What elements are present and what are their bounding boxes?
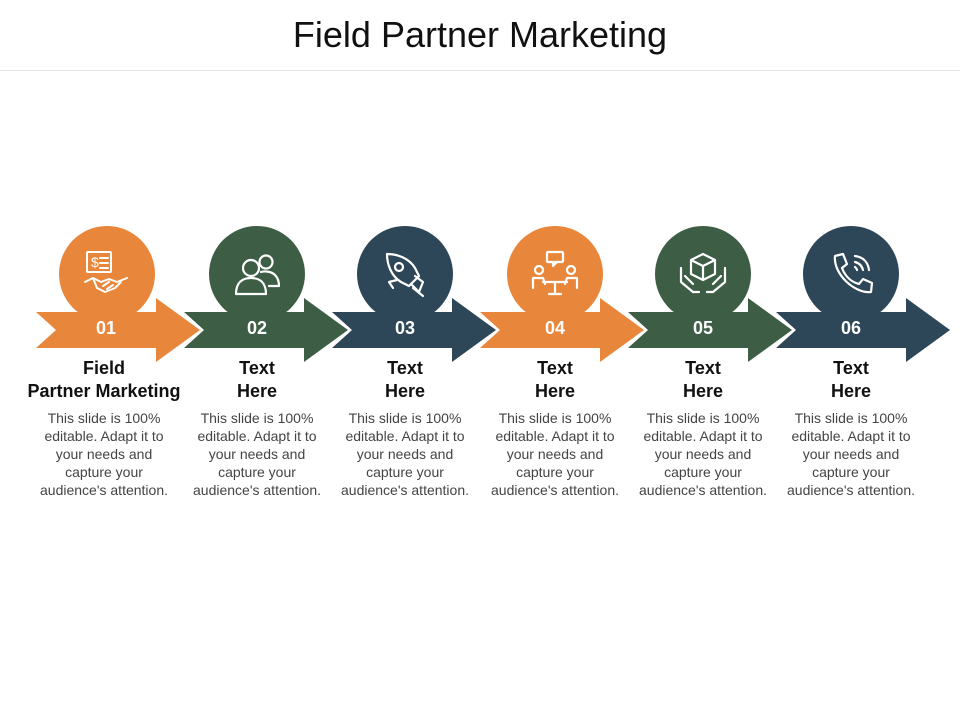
phone-icon [833, 252, 874, 294]
step-4-heading-line-1: Text [537, 358, 573, 378]
step-2-heading-line-1: Text [239, 358, 275, 378]
arrow-step-3 [332, 298, 496, 362]
step-2-circle [209, 226, 305, 322]
step-6-circle [803, 226, 899, 322]
slide-title: Field Partner Marketing [292, 14, 668, 55]
step-3-circle [357, 226, 453, 322]
step-4-heading-line-2: Here [534, 381, 576, 401]
meeting-icon [531, 250, 579, 296]
people-icon [234, 254, 281, 296]
arrow-chain [36, 298, 950, 362]
step-2-heading-line-2: Here [236, 381, 278, 401]
step-4-text: This slide is 100% editable. Adapt it to… [491, 410, 619, 498]
step-3-heading-line-1: Text [387, 358, 423, 378]
title-divider [0, 70, 960, 71]
step-2-number: 02 [246, 318, 268, 338]
step-3-text: This slide is 100% editable. Adapt it to… [341, 410, 469, 498]
step-6-number: 06 [840, 318, 862, 338]
handshake-dollar-icon: $ [84, 251, 128, 293]
arrow-step-5 [628, 298, 792, 362]
step-1-number: 01 [95, 318, 117, 338]
arrow-step-1 [36, 298, 200, 362]
step-5-heading-line-1: Text [685, 358, 721, 378]
arrow-step-2 [184, 298, 348, 362]
box-hands-icon [679, 252, 727, 294]
step-6-heading-line-1: Text [833, 358, 869, 378]
step-2-heading: Text Here [172, 357, 342, 403]
step-1-heading-line-2: Partner Marketing [27, 381, 181, 401]
step-6-heading-line-2: Here [830, 381, 872, 401]
step-6-text: This slide is 100% editable. Adapt it to… [787, 410, 915, 498]
step-3-heading-line-2: Here [384, 381, 426, 401]
arrow-step-6 [776, 298, 950, 362]
step-5-circle [655, 226, 751, 322]
rocket-icon [385, 252, 425, 298]
step-1-text: This slide is 100% editable. Adapt it to… [40, 410, 168, 498]
step-1-heading: Field Partner Marketing [19, 357, 189, 403]
step-6-heading: Text Here [766, 357, 936, 403]
step-2-text: This slide is 100% editable. Adapt it to… [193, 410, 321, 498]
step-4-heading: Text Here [470, 357, 640, 403]
step-5-heading: Text Here [618, 357, 788, 403]
step-5-heading-line-2: Here [682, 381, 724, 401]
step-4-number: 04 [544, 318, 566, 338]
step-3-number: 03 [394, 318, 416, 338]
arrow-step-4 [480, 298, 644, 362]
step-1-heading-line-1: Field [82, 358, 125, 378]
step-3-heading: Text Here [320, 357, 490, 403]
step-1-circle: $ [59, 226, 155, 322]
svg-text:$: $ [91, 254, 99, 270]
step-4-circle [507, 226, 603, 322]
step-5-number: 05 [692, 318, 714, 338]
step-5-text: This slide is 100% editable. Adapt it to… [639, 410, 767, 498]
